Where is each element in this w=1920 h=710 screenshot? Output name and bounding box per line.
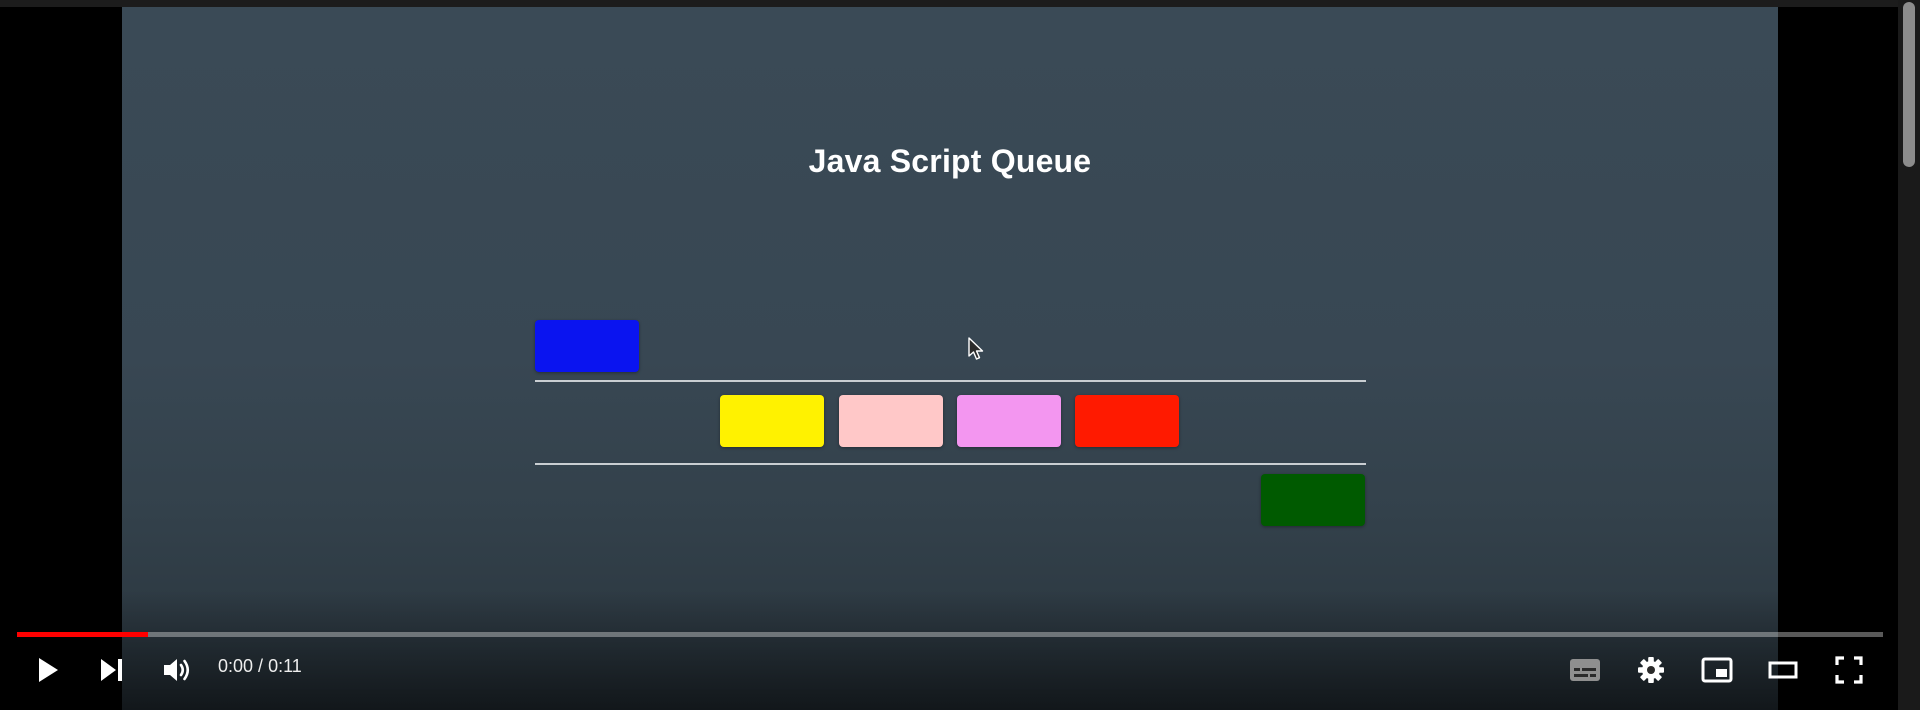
play-button[interactable] <box>30 650 66 690</box>
next-button[interactable] <box>96 650 128 690</box>
queue-top-line <box>535 380 1366 382</box>
controls-gradient <box>0 590 1898 710</box>
progress-bar[interactable] <box>17 632 1883 637</box>
fullscreen-button[interactable] <box>1830 650 1868 690</box>
fullscreen-icon <box>1835 656 1863 684</box>
incoming-block <box>535 320 639 372</box>
subtitles-icon <box>1570 659 1600 681</box>
time-separator: / <box>253 656 269 676</box>
queue-item-1 <box>720 395 824 447</box>
scrollbar-thumb[interactable] <box>1903 2 1915 167</box>
miniplayer-button[interactable] <box>1698 650 1736 690</box>
video-title-text: Java Script Queue <box>808 143 1092 179</box>
queue-bottom-line <box>535 463 1366 465</box>
current-time: 0:00 <box>218 656 254 676</box>
settings-button[interactable] <box>1632 650 1670 690</box>
next-icon <box>101 659 122 681</box>
dequeued-block <box>1261 474 1365 526</box>
miniplayer-icon <box>1701 657 1733 683</box>
subtitles-button[interactable] <box>1566 650 1604 690</box>
duration: 0:11 <box>268 656 302 676</box>
top-strip <box>0 0 1898 7</box>
volume-icon <box>164 659 190 681</box>
page-scrollbar[interactable] <box>1898 0 1920 710</box>
mouse-pointer-icon <box>968 337 984 360</box>
progress-played <box>17 632 148 637</box>
queue-item-2 <box>839 395 943 447</box>
settings-gear-icon <box>1638 657 1664 683</box>
theater-mode-button[interactable] <box>1764 650 1802 690</box>
queue-item-4 <box>1075 395 1179 447</box>
mute-button[interactable] <box>159 650 195 690</box>
queue-item-3 <box>957 395 1061 447</box>
time-display: 0:00 / 0:11 <box>218 656 302 677</box>
video-frame[interactable]: Java Script Queue <box>122 7 1778 710</box>
theater-mode-icon <box>1768 661 1798 679</box>
play-icon <box>39 658 58 682</box>
